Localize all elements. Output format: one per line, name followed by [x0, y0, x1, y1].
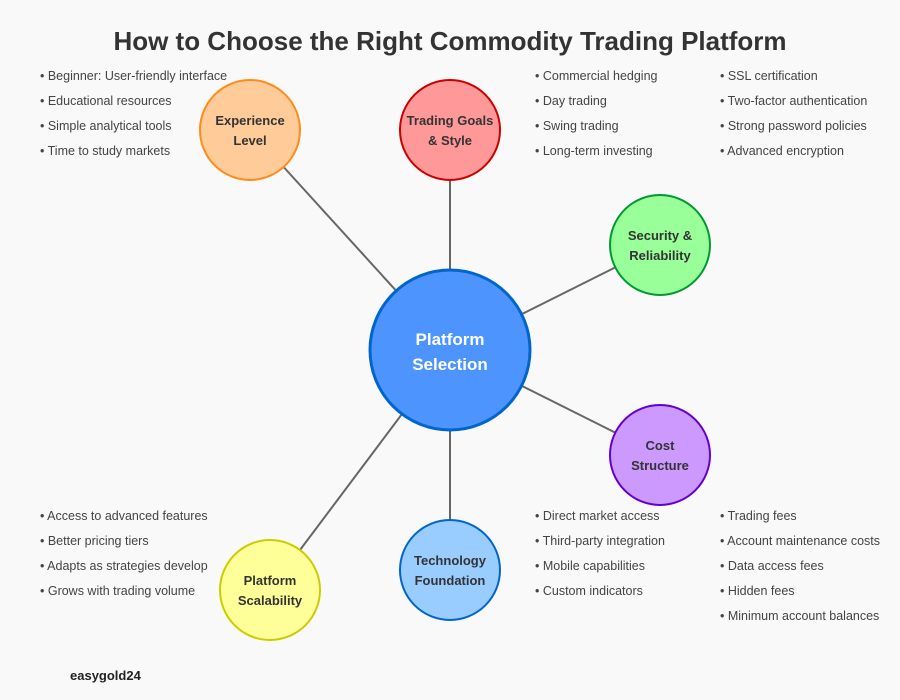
list-item: • Two-factor authentication [720, 94, 867, 108]
list-technology: • Direct market access • Third-party inte… [535, 509, 665, 598]
list-item: • Strong password policies [720, 119, 867, 133]
list-item: • Educational resources [40, 94, 172, 108]
connectors [282, 166, 616, 551]
list-item: • Simple analytical tools [40, 119, 172, 133]
list-scalability: • Access to advanced features • Better pr… [40, 509, 208, 598]
list-item: • Advanced encryption [720, 144, 844, 158]
center-circle [368, 268, 532, 432]
center-label-line2: Selection [412, 355, 488, 374]
node-security: Security & Reliability [609, 194, 711, 296]
node-label-line1: Experience [215, 113, 284, 128]
node-label-line2: Level [233, 133, 266, 148]
lists: • Beginner: User-friendly interface • Edu… [40, 69, 880, 623]
list-item: • Custom indicators [535, 584, 643, 598]
list-item: • Swing trading [535, 119, 619, 133]
list-item: • Grows with trading volume [40, 584, 195, 598]
list-item: • Long-term investing [535, 144, 653, 158]
list-item: • Day trading [535, 94, 607, 108]
node-label-line2: Foundation [415, 573, 486, 588]
node-trading-goals: Trading Goals & Style [399, 79, 501, 181]
list-trading-goals: • Commercial hedging • Day trading • Swing… [535, 69, 658, 158]
list-item: • Adapts as strategies develop [40, 559, 208, 573]
footer-brand: easygold24 [70, 668, 142, 683]
nodes: PlatformSelectionExperienceLevelTrading … [199, 79, 711, 641]
connector-scalability [299, 413, 403, 551]
list-item: • Hidden fees [720, 584, 795, 598]
list-item: • Access to advanced features [40, 509, 208, 523]
list-item: • Third-party integration [535, 534, 665, 548]
node-label-line1: Trading Goals [407, 113, 494, 128]
node-label-line1: Technology [414, 553, 487, 568]
node-label-line2: Reliability [629, 248, 691, 263]
list-item: • Beginner: User-friendly interface [40, 69, 227, 83]
list-item: • Mobile capabilities [535, 559, 645, 573]
diagram-title: How to Choose the Right Commodity Tradin… [113, 26, 786, 56]
list-item: • Direct market access [535, 509, 660, 523]
list-security: • SSL certification • Two-factor authenti… [720, 69, 867, 158]
list-item: • Account maintenance costs [720, 534, 880, 548]
connector-experience [282, 166, 397, 292]
list-item: • Commercial hedging [535, 69, 658, 83]
node-circle [219, 539, 321, 641]
list-cost: • Trading fees • Account maintenance cost… [720, 509, 880, 623]
center-label-line1: Platform [416, 330, 485, 349]
list-item: • SSL certification [720, 69, 818, 83]
node-circle [609, 194, 711, 296]
list-item: • Trading fees [720, 509, 797, 523]
node-circle [399, 79, 501, 181]
node-label-line2: Structure [631, 458, 689, 473]
node-circle [609, 404, 711, 506]
list-item: • Data access fees [720, 559, 824, 573]
node-circle [399, 519, 501, 621]
node-label-line1: Security & [628, 228, 692, 243]
node-label-line1: Cost [646, 438, 676, 453]
connector-cost [521, 384, 616, 434]
list-item: • Time to study markets [40, 144, 170, 158]
list-item: • Minimum account balances [720, 609, 879, 623]
connector-security [521, 266, 616, 316]
node-label-line1: Platform [244, 573, 297, 588]
node-label-line2: & Style [428, 133, 472, 148]
list-experience: • Beginner: User-friendly interface • Edu… [40, 69, 227, 158]
node-circle [199, 79, 301, 181]
list-item: • Better pricing tiers [40, 534, 149, 548]
node-label-line2: Scalability [238, 593, 303, 608]
